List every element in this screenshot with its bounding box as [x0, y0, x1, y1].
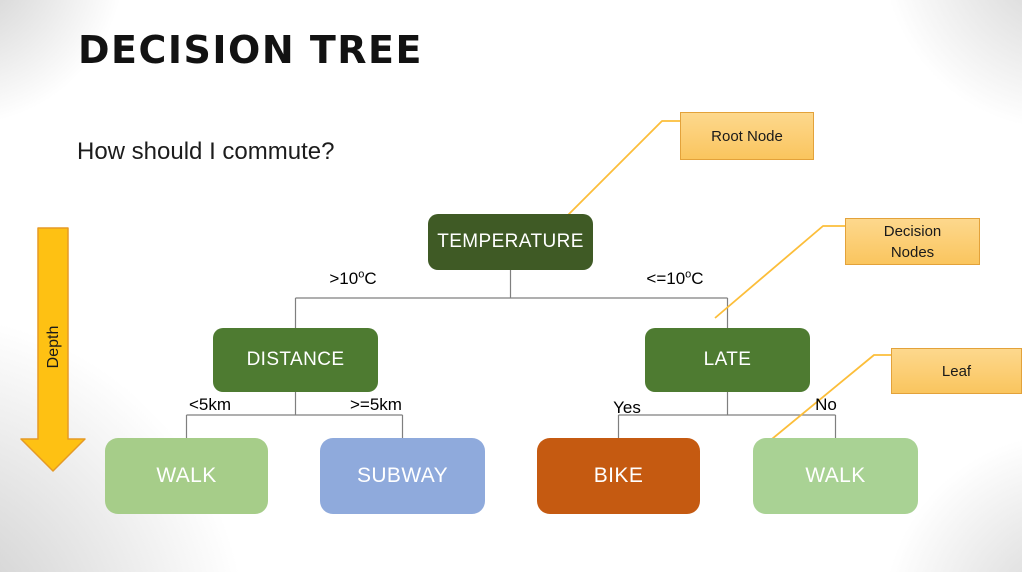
- depth-label: Depth: [45, 326, 62, 369]
- depth-arrow: Depth: [20, 227, 86, 472]
- callout-decision-nodes: Decision Nodes: [845, 218, 980, 265]
- callout-root-node: Root Node: [680, 112, 814, 160]
- callout-root-node-label: Root Node: [711, 127, 783, 145]
- callout-decision-nodes-line1: Decision: [883, 222, 942, 240]
- branch-cold-value: <=10: [646, 269, 686, 288]
- node-walk-right-label: WALK: [805, 464, 866, 487]
- node-temperature: TEMPERATURE: [428, 214, 593, 270]
- leader-line-decision-nodes: [714, 225, 845, 319]
- branch-label-above-10c: >10oC: [310, 269, 396, 289]
- down-arrow-icon: [20, 227, 86, 472]
- node-late: LATE: [645, 328, 810, 392]
- page-title: DECISION TREE: [78, 28, 423, 72]
- node-distance-label: DISTANCE: [246, 349, 345, 370]
- branch-warm-degree: o: [358, 268, 365, 281]
- callout-leaf-label: Leaf: [941, 362, 972, 380]
- branch-label-below-10c: <=10oC: [629, 269, 721, 289]
- branch-cold-degree: o: [685, 268, 692, 281]
- tree-connector-lines: [185, 270, 837, 438]
- branch-label-over-5km: >=5km: [350, 395, 402, 414]
- branch-cold-unit: C: [691, 269, 704, 288]
- node-temperature-label: TEMPERATURE: [437, 231, 584, 252]
- node-walk-right: WALK: [753, 438, 918, 514]
- node-walk-left-label: WALK: [156, 464, 217, 487]
- branch-label-yes: Yes: [613, 398, 641, 417]
- node-subway-label: SUBWAY: [356, 464, 449, 487]
- slide-question: How should I commute?: [77, 138, 335, 165]
- leader-line-leaf: [760, 354, 891, 449]
- callout-decision-nodes-line2: Nodes: [890, 243, 935, 261]
- node-bike: BIKE: [537, 438, 700, 514]
- node-late-label: LATE: [703, 349, 752, 370]
- node-distance: DISTANCE: [213, 328, 378, 392]
- node-walk-left: WALK: [105, 438, 268, 514]
- node-bike-label: BIKE: [593, 464, 644, 487]
- branch-label-under-5km: <5km: [188, 395, 232, 414]
- branch-warm-unit: C: [364, 269, 377, 288]
- leader-line-root-node: [567, 120, 680, 216]
- node-subway: SUBWAY: [320, 438, 485, 514]
- branch-label-no: No: [815, 395, 837, 414]
- branch-warm-value: >10: [329, 269, 359, 288]
- callout-leaf: Leaf: [891, 348, 1022, 394]
